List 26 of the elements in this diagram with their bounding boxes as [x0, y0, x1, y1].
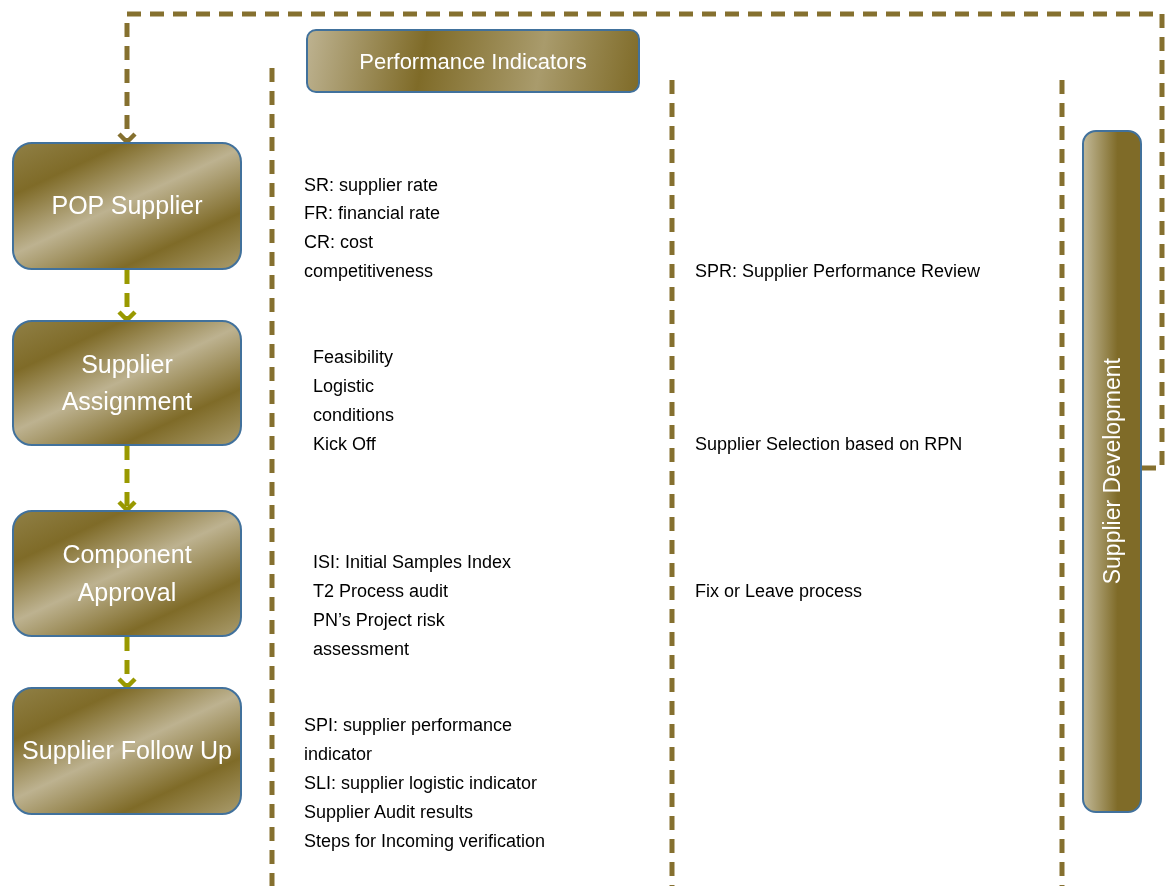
note-text: SPR: Supplier Performance Review	[695, 260, 981, 283]
arrow	[116, 446, 138, 513]
note-text: Supplier Audit results	[304, 801, 474, 824]
note-text: SPI: supplier performance indicator	[304, 714, 514, 766]
process-box: Component Approval	[12, 510, 242, 637]
header-box: Performance Indicators	[306, 29, 640, 93]
note-text: Steps for Incoming verification	[304, 830, 546, 853]
process-box: Supplier Follow Up	[12, 687, 242, 815]
process-box: Supplier Assignment	[12, 320, 242, 446]
note-text: Supplier Selection based on RPN	[695, 433, 963, 456]
side-bar: Supplier Development	[1082, 130, 1142, 813]
note-text: Fix or Leave process	[695, 580, 863, 603]
note-text: T2 Process audit	[313, 580, 449, 603]
note-text: FR: financial rate	[304, 202, 441, 225]
arrow	[116, 270, 138, 323]
arrow	[116, 637, 138, 690]
process-box: POP Supplier	[12, 142, 242, 270]
note-text: CR: cost competitiveness	[304, 231, 435, 283]
note-text: SLI: supplier logistic indicator	[304, 772, 538, 795]
note-text: ISI: Initial Samples Index	[313, 551, 512, 574]
note-text: PN’s Project risk assessment	[313, 609, 446, 661]
note-text: SR: supplier rate	[304, 174, 439, 197]
note-text: Feasibility	[313, 346, 394, 369]
note-text: Kick Off	[313, 433, 376, 456]
note-text: Logistic conditions	[313, 375, 396, 427]
arrow	[116, 11, 1165, 471]
